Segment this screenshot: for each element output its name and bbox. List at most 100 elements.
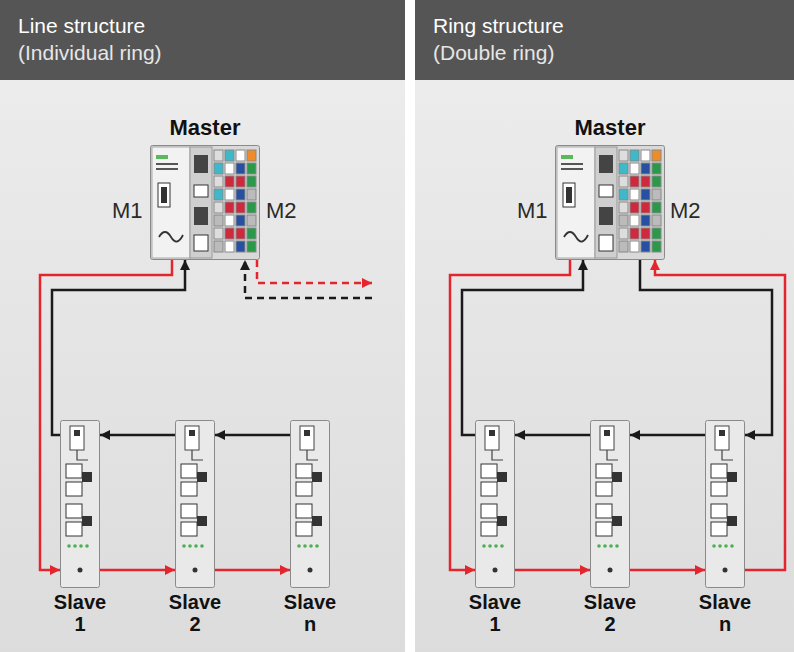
data-line xyxy=(52,260,185,435)
status-led xyxy=(194,544,198,548)
device-part xyxy=(492,450,503,460)
status-led xyxy=(615,544,619,548)
device-part xyxy=(77,450,88,460)
terminal-block xyxy=(652,176,661,187)
port xyxy=(596,522,612,536)
device-part xyxy=(194,155,208,173)
device-part xyxy=(193,568,198,573)
status-led xyxy=(73,544,77,548)
terminal-block xyxy=(247,176,256,187)
terminal-block xyxy=(619,150,628,161)
status-led xyxy=(603,544,607,548)
master-device: Master xyxy=(150,115,260,260)
terminal-block xyxy=(247,228,256,239)
data-line xyxy=(640,260,772,435)
device-part xyxy=(599,185,613,197)
status-led xyxy=(730,544,734,548)
cpu-module xyxy=(557,147,595,258)
port-slot xyxy=(158,183,170,207)
panel-body xyxy=(415,0,794,652)
status-led xyxy=(609,544,613,548)
data-line xyxy=(630,434,705,437)
terminal-block xyxy=(641,176,650,187)
connector xyxy=(70,426,84,450)
terminal-block xyxy=(236,163,245,174)
port xyxy=(596,482,612,496)
device-part xyxy=(197,516,207,526)
port xyxy=(66,504,82,518)
panel-header xyxy=(0,0,405,80)
status-led xyxy=(156,155,168,159)
device-part xyxy=(599,155,613,173)
device-housing xyxy=(591,421,630,588)
terminal-block xyxy=(236,189,245,200)
terminal-block xyxy=(247,150,256,161)
port xyxy=(181,482,197,496)
status-led xyxy=(718,544,722,548)
status-led xyxy=(182,544,186,548)
device-part xyxy=(78,568,83,573)
port xyxy=(596,504,612,518)
terminal-block xyxy=(225,150,234,161)
device-part xyxy=(599,207,613,225)
device-part xyxy=(74,430,80,436)
terminal-block xyxy=(225,176,234,187)
terminal-block xyxy=(630,150,639,161)
port-label: M2 xyxy=(266,198,297,224)
status-led xyxy=(494,544,498,548)
terminal-block xyxy=(225,228,234,239)
device-part xyxy=(161,187,167,203)
device-part xyxy=(194,235,208,251)
status-led xyxy=(303,544,307,548)
status-led xyxy=(561,155,573,159)
panel-header: Ring structure(Double ring) xyxy=(415,0,794,66)
device-part xyxy=(612,516,622,526)
port xyxy=(181,522,197,536)
continuation-line xyxy=(245,260,372,298)
port xyxy=(481,522,497,536)
terminal-block xyxy=(225,241,234,252)
device-part xyxy=(566,187,572,203)
data-line xyxy=(215,569,290,572)
terminal-block xyxy=(247,202,256,213)
slave-device: Slave n xyxy=(690,420,760,635)
device-part xyxy=(304,430,310,436)
terminal-block xyxy=(652,202,661,213)
device-part xyxy=(156,168,178,170)
device-part xyxy=(194,207,208,225)
terminal-block xyxy=(225,163,234,174)
terminal-block xyxy=(652,150,661,161)
data-line xyxy=(515,569,590,572)
device-part xyxy=(727,472,737,482)
device-part xyxy=(727,516,737,526)
port xyxy=(296,504,312,518)
connector xyxy=(715,426,729,450)
slave-illustration xyxy=(705,420,745,588)
slave-device: Slave 1 xyxy=(460,420,530,635)
slave-illustration xyxy=(290,420,330,588)
status-led xyxy=(67,544,71,548)
port-label: M2 xyxy=(670,198,701,224)
port xyxy=(181,464,197,478)
connector xyxy=(300,426,314,450)
slave-illustration xyxy=(475,420,515,588)
panel-title: Ring structure xyxy=(433,12,776,39)
status-led xyxy=(315,544,319,548)
master-illustration xyxy=(150,145,260,260)
port-label: M1 xyxy=(517,198,548,224)
terminal-block xyxy=(630,228,639,239)
terminal-block xyxy=(247,163,256,174)
terminal-block xyxy=(641,241,650,252)
terminal-block xyxy=(214,150,223,161)
terminal-block xyxy=(619,176,628,187)
terminal-block xyxy=(630,163,639,174)
device-housing xyxy=(61,421,100,588)
terminal-block xyxy=(236,228,245,239)
slave-illustration xyxy=(60,420,100,588)
device-part xyxy=(612,472,622,482)
connector xyxy=(600,426,614,450)
port xyxy=(711,482,727,496)
device-label: Slave 2 xyxy=(584,591,636,635)
device-part xyxy=(607,450,618,460)
